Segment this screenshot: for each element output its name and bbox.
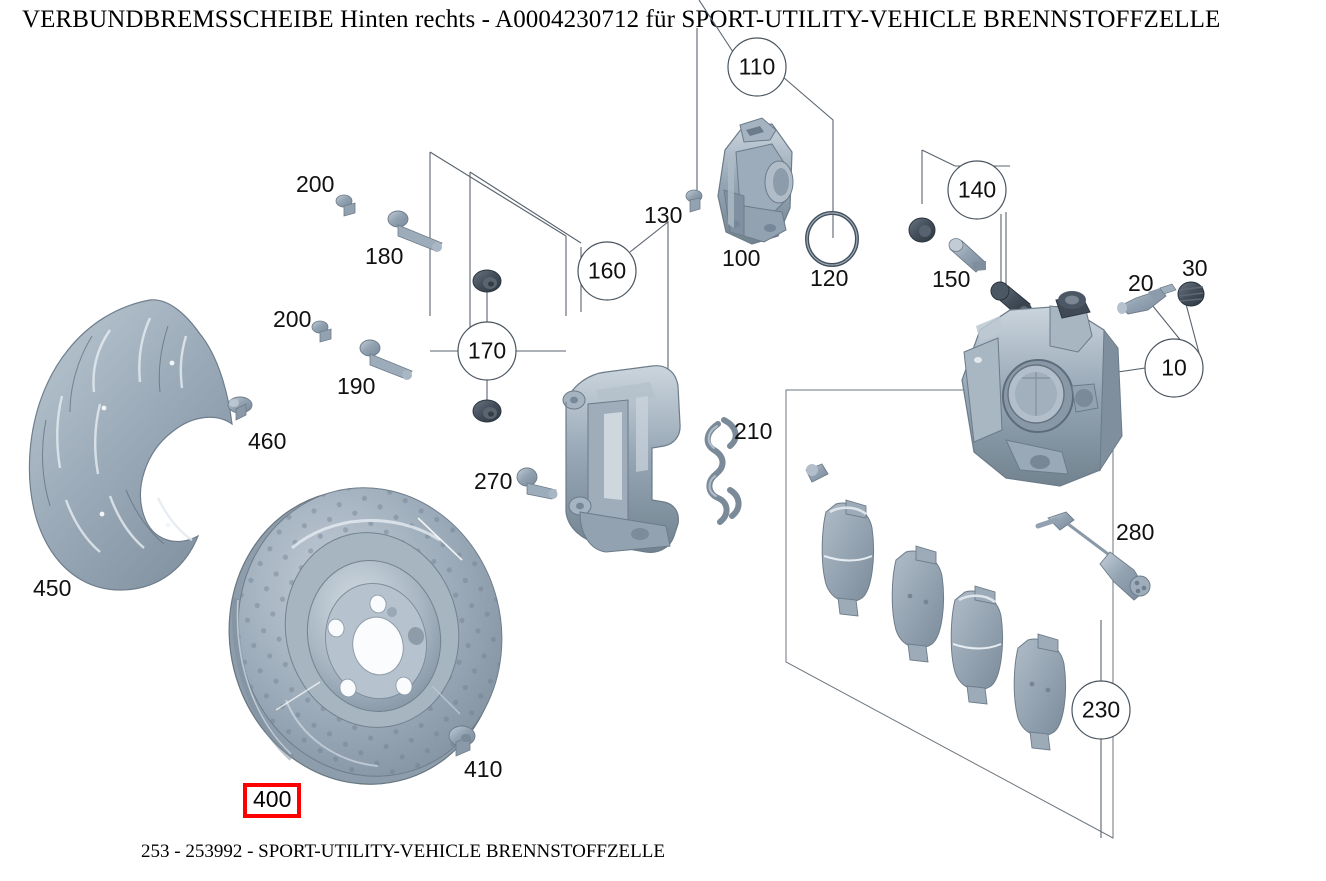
- part-actuator-screw: [685, 189, 703, 213]
- callout-circle-label-230: 230: [1081, 696, 1121, 723]
- callout-label-30: 30: [1182, 255, 1208, 281]
- page-title: VERBUNDBREMSSCHEIBE Hinten rechts - A000…: [22, 6, 1221, 33]
- callout-label-150: 150: [932, 266, 971, 292]
- part-guide-pin: [948, 238, 986, 273]
- part-actuator-o-ring: [805, 211, 859, 267]
- page-footer: 253 - 253992 - SPORT-UTILITY-VEHICLE BRE…: [141, 841, 665, 862]
- callout-label-100: 100: [722, 245, 761, 271]
- part-pad-retaining-spring-shade: [707, 425, 718, 497]
- part-bolt-180: [387, 210, 443, 252]
- part-brake-disc-rotor: [228, 487, 503, 785]
- callout-label-200-a: 200: [296, 171, 335, 197]
- part-bolt-190: [359, 339, 413, 380]
- part-brake-pad-4: [1013, 633, 1067, 751]
- callout-label-410: 410: [464, 756, 503, 782]
- callout-label-270: 270: [474, 468, 513, 494]
- part-caliper-carrier-bracket: [562, 365, 681, 553]
- part-brake-pad-2: [891, 545, 945, 663]
- part-bolt-200-a: [335, 194, 356, 217]
- part-brake-wear-sensor: [1035, 511, 1151, 601]
- callout-circles: [457, 37, 1204, 740]
- part-brake-caliper-body: [961, 291, 1123, 487]
- part-carrier-bolt: [516, 467, 558, 500]
- callout-circle-label-110: 110: [738, 53, 776, 80]
- part-bleeder-screw: [1117, 283, 1177, 315]
- callout-label-20: 20: [1128, 270, 1154, 296]
- callout-label-190: 190: [337, 373, 376, 399]
- callout-label-450: 450: [33, 575, 72, 601]
- callout-circle-label-140: 140: [957, 176, 997, 203]
- callout-label-200-b: 200: [273, 306, 312, 332]
- callout-circle-label-10: 10: [1161, 354, 1187, 381]
- callout-label-460: 460: [248, 428, 287, 454]
- part-bolt-200-b: [311, 320, 332, 343]
- part-brake-pad-1: [821, 499, 875, 617]
- part-guide-bushing-lower: [472, 399, 502, 423]
- part-disc-locating-screw: [448, 725, 476, 757]
- callout-label-280: 280: [1116, 519, 1155, 545]
- part-guide-bushing-upper: [472, 269, 502, 293]
- part-brake-pad-3: [950, 585, 1004, 705]
- part-parking-brake-actuator: [717, 117, 794, 245]
- callout-label-400-highlighted[interactable]: 400: [243, 783, 302, 818]
- part-bleeder-cap: [1177, 281, 1205, 307]
- part-pad-clip-small: [805, 463, 829, 483]
- part-guide-bushing-140-a: [908, 217, 936, 243]
- part-brake-dust-shield: [28, 299, 233, 591]
- callout-label-180: 180: [365, 243, 404, 269]
- callout-circle-label-170: 170: [467, 337, 507, 364]
- callout-label-120: 120: [810, 265, 849, 291]
- callout-circle-label-160: 160: [587, 257, 627, 284]
- callout-label-210: 210: [734, 418, 773, 444]
- part-shield-screw: [227, 396, 253, 421]
- callout-label-130: 130: [644, 202, 683, 228]
